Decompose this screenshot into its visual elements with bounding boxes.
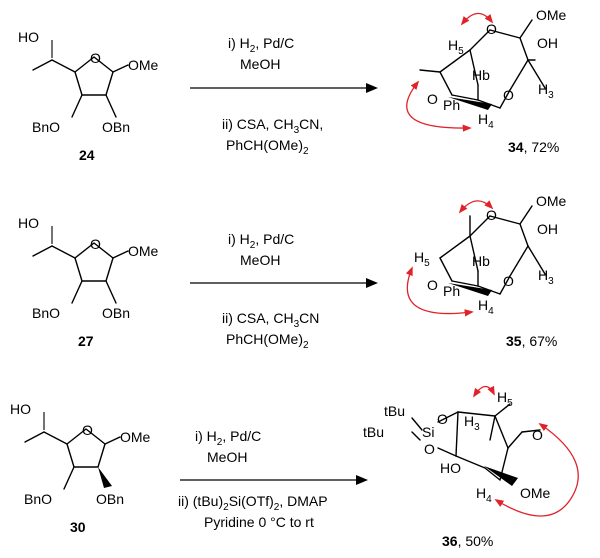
compound-36-tbu-bottom: tBu bbox=[363, 424, 384, 440]
compound-24-obn: OBn bbox=[102, 119, 130, 135]
compound-35-h4: H4 bbox=[478, 297, 494, 317]
compound-36-o-top: O bbox=[437, 411, 448, 427]
reaction-2-step2: ii) CSA, CH3CN bbox=[222, 310, 319, 330]
compound-27-ring-o: O bbox=[90, 236, 101, 252]
reaction-2: HO O OMe BnO OBn 27 i) H2, Pd/C MeOH ii)… bbox=[18, 193, 567, 351]
reaction-1-reagent: PhCH(OMe)2 bbox=[226, 137, 309, 157]
compound-36-label: 36, 50% bbox=[442, 533, 493, 549]
compound-34-ome: OMe bbox=[536, 7, 567, 23]
compound-35-noe-bottom bbox=[405, 266, 474, 317]
compound-35-oh: OH bbox=[537, 221, 558, 237]
compound-35-structure: OMe OH O H5 Hb H3 O Ph O H4 bbox=[405, 193, 567, 317]
compound-36-noe-right bbox=[494, 422, 579, 517]
reaction-1-step2: ii) CSA, CH3CN, bbox=[222, 116, 323, 136]
compound-34-noe-top bbox=[460, 12, 494, 26]
reaction-3-arrow bbox=[180, 475, 368, 485]
compound-34-noe-bottom bbox=[406, 80, 472, 132]
compound-27-ho: HO bbox=[18, 215, 39, 231]
reaction-3: HO O OMe BnO OBn 30 i) H2, Pd/C MeOH ii)… bbox=[10, 385, 579, 549]
compound-34-ring-o: O bbox=[486, 21, 497, 37]
compound-35-ome: OMe bbox=[536, 193, 567, 209]
compound-35-ph: Ph bbox=[443, 283, 460, 299]
compound-30-structure: HO O OMe BnO OBn 30 bbox=[10, 401, 151, 535]
compound-30-ring-o: O bbox=[82, 422, 93, 438]
compound-35-noe-top bbox=[458, 200, 494, 214]
compound-30-label: 30 bbox=[70, 519, 86, 535]
compound-30-ho: HO bbox=[10, 401, 31, 417]
compound-36-h3: H3 bbox=[464, 413, 480, 433]
reaction-2-solvent: MeOH bbox=[240, 252, 280, 268]
reaction-3-solvent: MeOH bbox=[207, 449, 247, 465]
compound-24-bno: BnO bbox=[32, 119, 60, 135]
compound-35-o-right: O bbox=[503, 273, 514, 289]
compound-24-ome: OMe bbox=[128, 57, 159, 73]
reaction-2-reagent: PhCH(OMe)2 bbox=[226, 331, 309, 351]
compound-34-h4: H4 bbox=[478, 111, 494, 131]
reaction-2-arrow bbox=[190, 278, 378, 288]
compound-24-ring-o: O bbox=[90, 50, 101, 66]
compound-27-bno: BnO bbox=[32, 305, 60, 321]
compound-30-ome: OMe bbox=[120, 429, 151, 445]
compound-34-label: 34, 72% bbox=[508, 139, 559, 155]
reaction-2-step1: i) H2, Pd/C bbox=[228, 231, 294, 251]
compound-34-h3: H3 bbox=[538, 81, 554, 101]
compound-35-label: 35, 67% bbox=[506, 333, 557, 349]
compound-27-structure: HO O OMe BnO OBn 27 bbox=[18, 215, 159, 349]
compound-36-h4: H4 bbox=[476, 485, 492, 505]
compound-36-tbu-top: tBu bbox=[384, 403, 405, 419]
compound-34-oh: OH bbox=[537, 35, 558, 51]
reaction-1-solvent: MeOH bbox=[240, 56, 280, 72]
reaction-1-step1: i) H2, Pd/C bbox=[228, 35, 294, 55]
compound-35-o-left: O bbox=[427, 277, 438, 293]
compound-34-o-left: O bbox=[427, 91, 438, 107]
compound-36-ome: OMe bbox=[520, 485, 551, 501]
compound-24-ho: HO bbox=[18, 29, 39, 45]
compound-34-structure: OMe OH O H5 Hb H3 O Ph O H4 bbox=[406, 7, 567, 132]
reaction-1-arrow bbox=[190, 83, 378, 93]
compound-34-ph: Ph bbox=[443, 97, 460, 113]
reaction-3-step1: i) H2, Pd/C bbox=[195, 428, 261, 448]
compound-35-hb: Hb bbox=[472, 253, 490, 269]
compound-24-structure: HO O OMe BnO OBn 24 bbox=[18, 29, 159, 163]
compound-34-o-right: O bbox=[503, 87, 514, 103]
compound-30-bno: BnO bbox=[24, 491, 52, 507]
compound-36-ring-o: O bbox=[532, 427, 543, 443]
reaction-3-conditions-line2: Pyridine 0 °C to rt bbox=[204, 514, 314, 530]
compound-36-noe-top bbox=[472, 385, 495, 398]
compound-30-obn: OBn bbox=[96, 491, 124, 507]
compound-36-ho: HO bbox=[440, 460, 461, 476]
compound-35-h5: H5 bbox=[414, 249, 430, 269]
compound-27-obn: OBn bbox=[102, 305, 130, 321]
compound-34-h5: H5 bbox=[448, 37, 464, 57]
compound-34-hb: Hb bbox=[472, 67, 490, 83]
compound-36-si: Si bbox=[422, 424, 434, 440]
compound-36-h5: H5 bbox=[497, 389, 513, 409]
reaction-1: HO O OMe BnO OBn 24 i) H2, Pd/C MeOH ii)… bbox=[18, 7, 567, 163]
compound-35-h3: H3 bbox=[538, 267, 554, 287]
compound-36-structure: tBu Si tBu O O H5 H3 HO O H4 OMe bbox=[363, 385, 579, 517]
reaction-3-step2: ii) (tBu)2Si(OTf)2, DMAP bbox=[178, 493, 328, 513]
compound-27-ome: OMe bbox=[128, 243, 159, 259]
compound-35-ring-o: O bbox=[486, 207, 497, 223]
compound-27-label: 27 bbox=[78, 333, 94, 349]
compound-24-label: 24 bbox=[79, 147, 95, 163]
compound-36-o-bottom: O bbox=[424, 441, 435, 457]
